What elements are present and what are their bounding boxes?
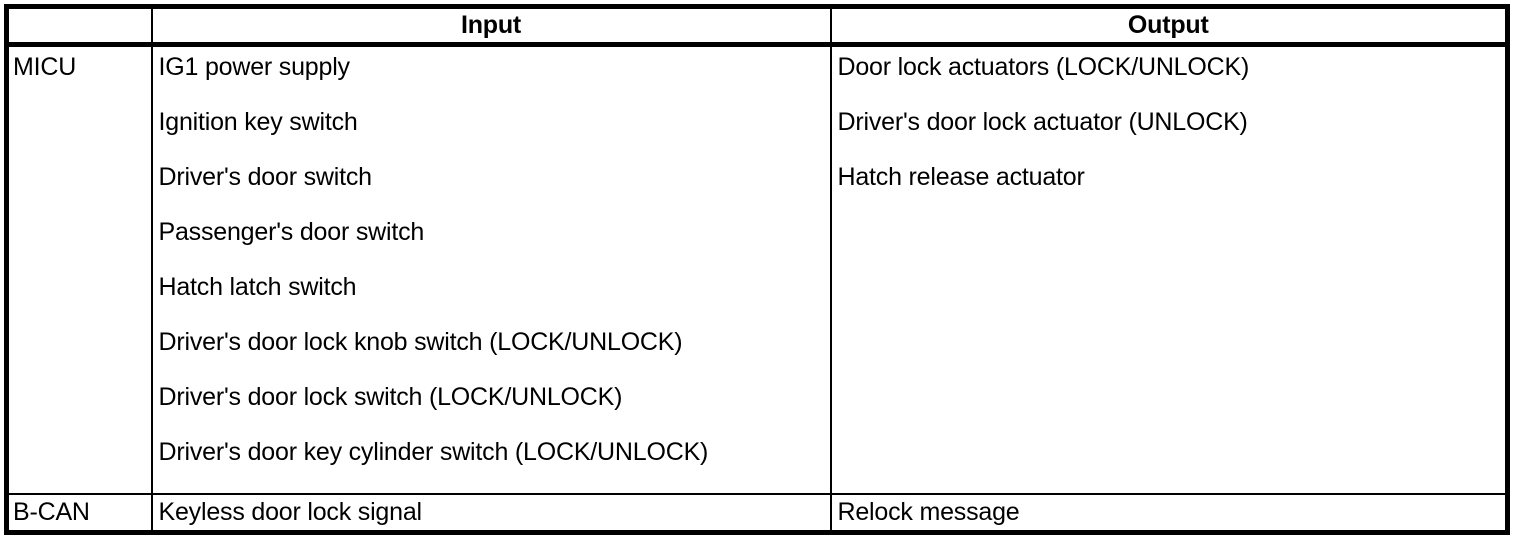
system-label-bcan: B-CAN	[13, 498, 90, 526]
cell-input-micu: IG1 power supply Ignition key switch Dri…	[151, 44, 832, 495]
list-item: Driver's door lock actuator (UNLOCK)	[837, 108, 1248, 136]
table-row: B-CAN Keyless door lock signal Relock me…	[6, 494, 1508, 532]
input-output-table: Input Output MICU IG1 power supply Ignit…	[4, 4, 1510, 535]
cell-input-bcan: Keyless door lock signal	[151, 494, 832, 532]
list-item: Relock message	[837, 498, 1020, 526]
spec-table-container: Input Output MICU IG1 power supply Ignit…	[4, 4, 1510, 535]
cell-output-micu: Door lock actuators (LOCK/UNLOCK) Driver…	[830, 44, 1508, 495]
cell-system-bcan: B-CAN	[6, 494, 153, 532]
column-header-system	[6, 6, 153, 47]
list-item: Hatch release actuator	[837, 163, 1085, 191]
list-item: Hatch latch switch	[158, 273, 357, 301]
list-item: Ignition key switch	[158, 108, 358, 136]
column-header-input: Input	[151, 6, 832, 47]
list-item: Driver's door key cylinder switch (LOCK/…	[158, 438, 709, 466]
list-item: Driver's door lock switch (LOCK/UNLOCK)	[158, 383, 623, 411]
table-header-row: Input Output	[6, 6, 1508, 47]
output-list-bcan: Relock message	[832, 495, 1506, 526]
output-list-micu: Door lock actuators (LOCK/UNLOCK) Driver…	[832, 47, 1506, 218]
list-item: IG1 power supply	[158, 53, 351, 81]
cell-output-bcan: Relock message	[831, 494, 1508, 532]
list-item: Keyless door lock signal	[158, 498, 423, 526]
list-item: Driver's door lock knob switch (LOCK/UNL…	[158, 328, 683, 356]
list-item: Driver's door switch	[158, 163, 373, 191]
input-list-bcan: Keyless door lock signal	[153, 495, 830, 526]
system-label-micu: MICU	[13, 53, 77, 81]
table-row: MICU IG1 power supply Ignition key switc…	[6, 44, 1508, 495]
cell-system-micu: MICU	[6, 44, 153, 495]
input-list-micu: IG1 power supply Ignition key switch Dri…	[153, 47, 830, 493]
list-item: Door lock actuators (LOCK/UNLOCK)	[837, 53, 1250, 81]
list-item: Passenger's door switch	[158, 218, 425, 246]
column-header-output: Output	[830, 6, 1508, 47]
